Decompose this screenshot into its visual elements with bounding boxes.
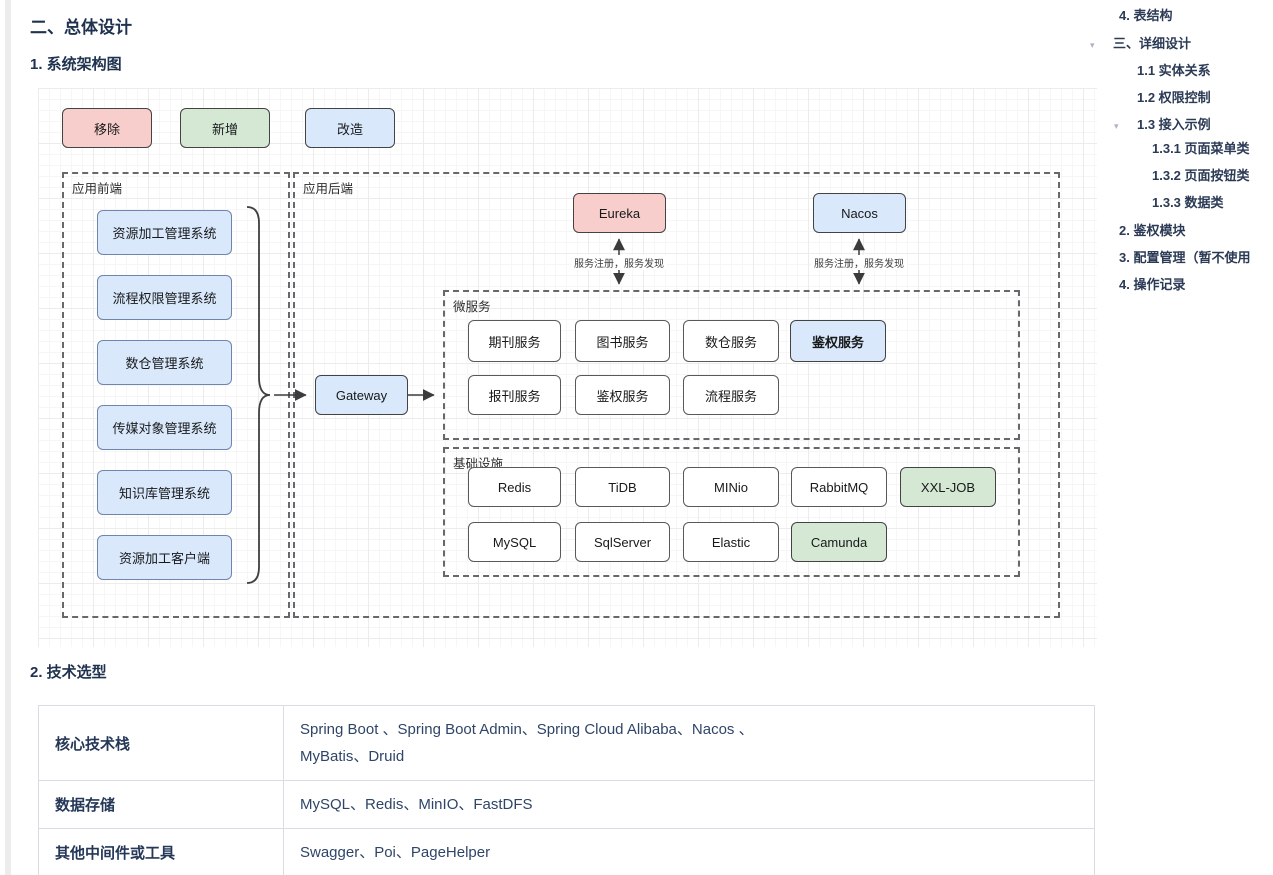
table-row-label: 数据存储: [39, 781, 284, 828]
eureka-node: Eureka: [573, 193, 666, 233]
microservice-node: 流程服务: [683, 375, 779, 415]
infra-node: Redis: [468, 467, 561, 507]
legend-modified: 改造: [305, 108, 395, 148]
toc-item-config-management[interactable]: 3. 配置管理（暂不使用: [1119, 250, 1251, 265]
frontend-system: 资源加工客户端: [97, 535, 232, 580]
toc-item-detailed-design[interactable]: 三、详细设计: [1113, 36, 1192, 51]
infra-node-camunda: Camunda: [791, 522, 887, 562]
architecture-heading: 1. 系统架构图: [30, 56, 122, 73]
toc-sidebar: ▾ ▾ 4. 表结构 三、详细设计 1.1 实体关系 1.2 权限控制 1.3 …: [1085, 0, 1273, 320]
legend-added: 新增: [180, 108, 270, 148]
tech-selection-table: 核心技术栈 Spring Boot 、Spring Boot Admin、Spr…: [38, 705, 1095, 875]
toc-item-table-structure[interactable]: 4. 表结构: [1119, 8, 1173, 23]
frontend-system: 流程权限管理系统: [97, 275, 232, 320]
architecture-diagram: 移除 新增 改造 应用前端 资源加工管理系统 流程权限管理系统 数仓管理系统 传…: [38, 88, 1097, 647]
gateway-node: Gateway: [315, 375, 408, 415]
table-row-value: Spring Boot 、Spring Boot Admin、Spring Cl…: [300, 721, 754, 765]
nacos-node: Nacos: [813, 193, 906, 233]
table-row: 核心技术栈 Spring Boot 、Spring Boot Admin、Spr…: [39, 706, 1094, 781]
table-row-value: Swagger、Poi、PageHelper: [300, 844, 491, 861]
microservice-node: 报刊服务: [468, 375, 561, 415]
infra-node: SqlServer: [575, 522, 670, 562]
infra-node: RabbitMQ: [791, 467, 887, 507]
section-title: 二、总体设计: [30, 18, 132, 37]
toc-item-auth-module[interactable]: 2. 鉴权模块: [1119, 223, 1186, 238]
frontend-system: 资源加工管理系统: [97, 210, 232, 255]
toc-item-permission-control[interactable]: 1.2 权限控制: [1137, 90, 1211, 105]
infra-node: MINio: [683, 467, 779, 507]
page-left-edge: [5, 0, 11, 875]
infra-node: MySQL: [468, 522, 561, 562]
frontend-system: 数仓管理系统: [97, 340, 232, 385]
toc-item-access-example[interactable]: 1.3 接入示例: [1137, 117, 1211, 132]
frontend-system: 传媒对象管理系统: [97, 405, 232, 450]
table-row: 数据存储 MySQL、Redis、MinIO、FastDFS: [39, 781, 1094, 829]
microservice-node: 图书服务: [575, 320, 670, 362]
infra-node-xxljob: XXL-JOB: [900, 467, 996, 507]
microservices-container: 微服务: [443, 290, 1020, 440]
microservice-node-auth-highlight: 鉴权服务: [790, 320, 886, 362]
chevron-down-icon[interactable]: ▾: [1090, 40, 1095, 50]
microservice-node: 数仓服务: [683, 320, 779, 362]
backend-container-label: 应用后端: [303, 182, 354, 196]
frontend-system: 知识库管理系统: [97, 470, 232, 515]
table-row: 其他中间件或工具 Swagger、Poi、PageHelper: [39, 829, 1094, 875]
microservice-node: 期刊服务: [468, 320, 561, 362]
toc-item-page-menu[interactable]: 1.3.1 页面菜单类: [1152, 141, 1250, 156]
table-row-value: MySQL、Redis、MinIO、FastDFS: [300, 796, 533, 813]
toc-item-data-class[interactable]: 1.3.3 数据类: [1152, 195, 1224, 210]
toc-item-operation-log[interactable]: 4. 操作记录: [1119, 277, 1186, 292]
tech-selection-heading: 2. 技术选型: [30, 664, 107, 681]
table-row-label: 核心技术栈: [39, 706, 284, 780]
infra-node: Elastic: [683, 522, 779, 562]
chevron-down-icon[interactable]: ▾: [1114, 121, 1119, 131]
frontend-container-label: 应用前端: [72, 182, 123, 196]
eureka-edge-label: 服务注册，服务发现: [571, 255, 667, 270]
microservice-node: 鉴权服务: [575, 375, 670, 415]
microservices-container-label: 微服务: [453, 300, 491, 314]
infra-node: TiDB: [575, 467, 670, 507]
legend-removed: 移除: [62, 108, 152, 148]
toc-item-page-button[interactable]: 1.3.2 页面按钮类: [1152, 168, 1250, 183]
nacos-edge-label: 服务注册，服务发现: [811, 255, 907, 270]
table-row-label: 其他中间件或工具: [39, 829, 284, 875]
toc-item-entity-relation[interactable]: 1.1 实体关系: [1137, 63, 1211, 78]
